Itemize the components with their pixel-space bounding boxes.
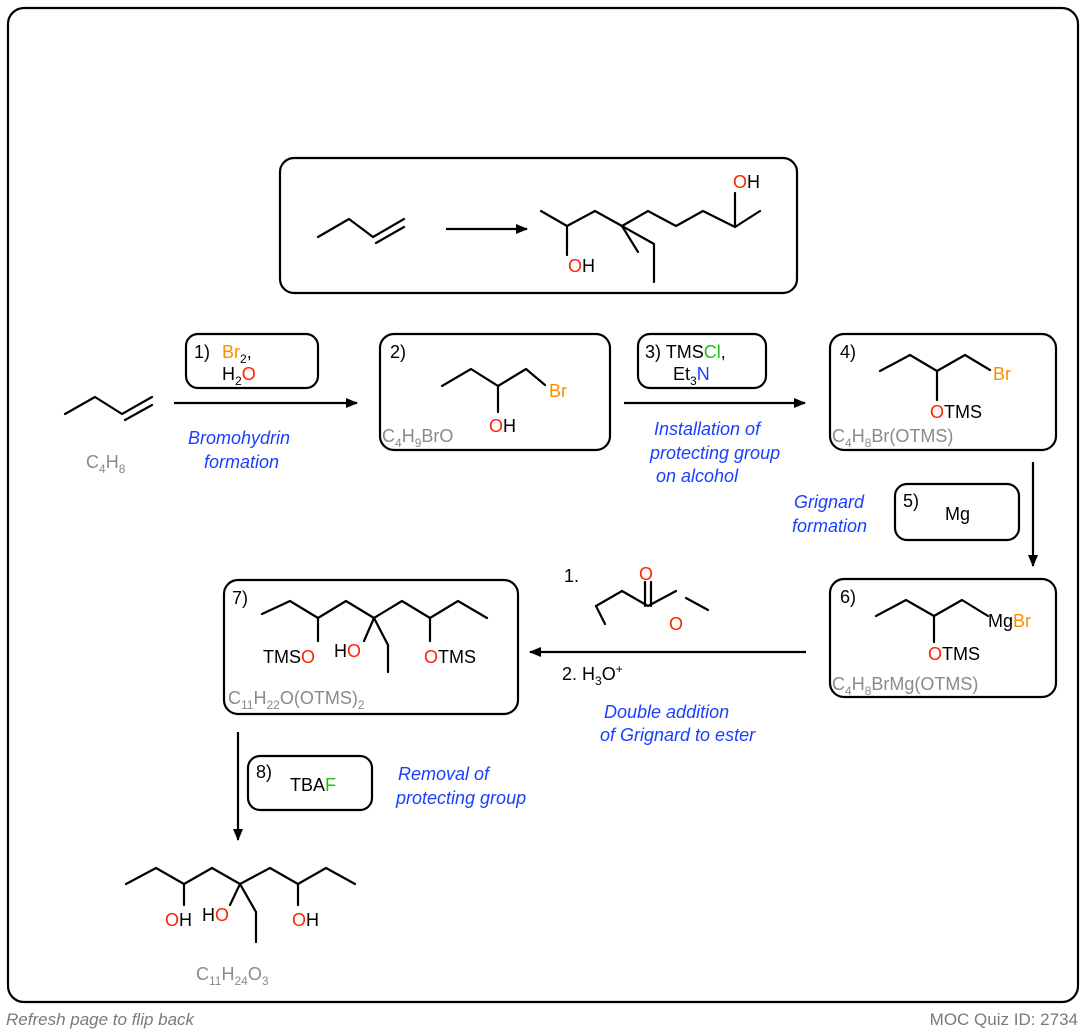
reagent-box-8: 8) TBAF [246, 754, 374, 812]
svg-text:O: O [639, 564, 653, 584]
final-product: OH HO OH C11H24O3 [124, 866, 357, 988]
note-double-2: of Grignard to ester [600, 725, 756, 745]
svg-text:Mg: Mg [945, 504, 970, 524]
reagent-box-5: 5) Mg [893, 482, 1021, 542]
svg-text:TMSO: TMSO [263, 647, 315, 667]
svg-text:2): 2) [390, 342, 406, 362]
svg-text:OH: OH [292, 910, 319, 930]
svg-text:OTMS: OTMS [930, 402, 982, 422]
svg-text:H2O: H2O [222, 364, 256, 388]
svg-text:5): 5) [903, 491, 919, 511]
svg-text:OH: OH [489, 416, 516, 436]
target-oh-bottom: OH [568, 256, 595, 276]
svg-text:TBAF: TBAF [290, 775, 336, 795]
svg-text:MgBr: MgBr [988, 611, 1031, 631]
start-formula: C4H8 [86, 452, 126, 476]
footer-refresh-hint[interactable]: Refresh page to flip back [6, 1010, 196, 1029]
svg-text:8): 8) [256, 762, 272, 782]
intermediate-box-2: 2) Br OH C4H9BrO [378, 332, 612, 452]
svg-text:1): 1) [194, 342, 210, 362]
svg-text:Br: Br [993, 364, 1011, 384]
svg-text:Br2,: Br2, [222, 342, 252, 366]
target-oh-top: OH [733, 172, 760, 192]
reagent-box-1: 1) Br2, H2O [184, 332, 320, 390]
svg-text:OTMS: OTMS [928, 644, 980, 664]
note-removal-2: protecting group [395, 788, 526, 808]
svg-text:C4H9BrO: C4H9BrO [382, 426, 453, 450]
svg-text:3) TMSCl,: 3) TMSCl, [645, 342, 726, 362]
svg-text:Br: Br [549, 381, 567, 401]
svg-text:7): 7) [232, 588, 248, 608]
note-protect-1: Installation of [654, 419, 762, 439]
footer-quiz-id: MOC Quiz ID: 2734 [930, 1010, 1078, 1029]
svg-text:4): 4) [840, 342, 856, 362]
svg-text:Et3N: Et3N [673, 364, 710, 388]
final-formula: C11H24O3 [196, 964, 269, 988]
intermediate-box-6: 6) MgBr OTMS C4H8BrMg(OTMS) [828, 577, 1058, 699]
note-protect-3: on alcohol [656, 466, 739, 486]
svg-text:6): 6) [840, 587, 856, 607]
intermediate-box-7: 7) TMSO HO OTMS C11H22O(OTMS)2 [222, 578, 520, 716]
svg-text:HO: HO [202, 905, 229, 925]
svg-text:C4H8Br(OTMS): C4H8Br(OTMS) [832, 426, 953, 450]
note-bromohydrin: Bromohydrin [188, 428, 290, 448]
svg-text:OH: OH [165, 910, 192, 930]
svg-text:OTMS: OTMS [424, 647, 476, 667]
svg-text:O: O [669, 614, 683, 634]
outer-frame [6, 6, 1080, 1004]
svg-text:HO: HO [334, 641, 361, 661]
svg-text:2. H3O+: 2. H3O+ [562, 662, 623, 688]
svg-text:1.: 1. [564, 566, 579, 586]
note-double-1: Double addition [604, 702, 729, 722]
reagent-box-3: 3) TMSCl, Et3N [636, 332, 768, 390]
start-material: C4H8 [63, 395, 154, 476]
note-removal-1: Removal of [398, 764, 491, 784]
ester-reagent: 1. O O 2. H3O+ [562, 564, 710, 688]
svg-text:C11H22O(OTMS)2: C11H22O(OTMS)2 [228, 688, 365, 712]
note-bromohydrin-2: formation [204, 452, 279, 472]
note-protect-2: protecting group [649, 443, 780, 463]
note-grignard-1: Grignard [794, 492, 865, 512]
intermediate-box-4: 4) Br OTMS C4H8Br(OTMS) [828, 332, 1058, 452]
svg-text:C4H8BrMg(OTMS): C4H8BrMg(OTMS) [832, 674, 978, 698]
note-grignard-2: formation [792, 516, 867, 536]
target-box: OH OH [278, 156, 799, 295]
